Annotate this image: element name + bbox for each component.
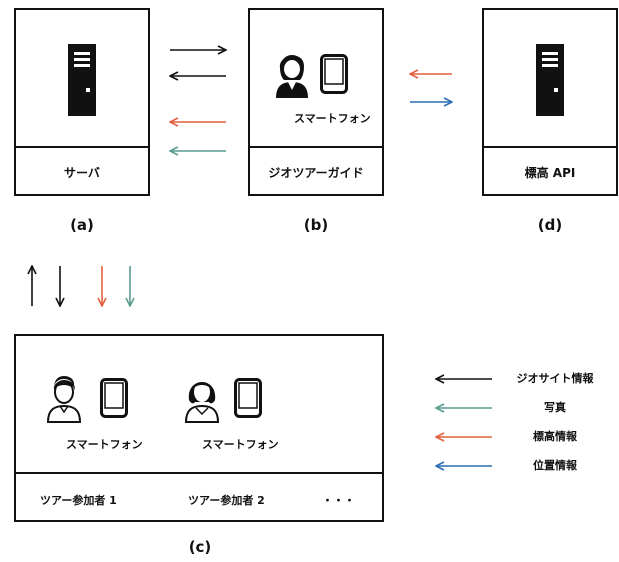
participant-2-person-icon — [184, 382, 220, 423]
server-icon — [68, 44, 96, 116]
legend-location-arrow — [430, 459, 492, 473]
panel-letter-d: (d) — [537, 216, 563, 234]
participant-2-smartphone-icon — [234, 378, 262, 418]
guide-device-label: スマートフォン — [294, 112, 371, 125]
participants-box: スマートフォン スマートフォン ツアー参加者 1 ツアー参加者 2 ・・・ — [14, 334, 384, 522]
api-label: 標高 API — [524, 166, 576, 180]
legend-geosite-label: ジオサイト情報 — [516, 372, 594, 385]
legend-location-label: 位置情報 — [533, 459, 577, 472]
legend-elevation-arrow — [430, 430, 492, 444]
guide-person-icon — [276, 54, 308, 98]
guide-box: スマートフォン ジオツアーガイド — [248, 8, 384, 196]
guide-smartphone-icon — [320, 54, 348, 94]
server-label: サーバ — [64, 166, 100, 180]
participants-ellipsis: ・・・ — [322, 494, 355, 507]
panel-letter-c: (c) — [188, 538, 212, 556]
participant-1-person-icon — [46, 376, 82, 423]
server-divider — [16, 146, 148, 148]
server-guide-arrows — [160, 40, 240, 160]
participant-1-device-label: スマートフォン — [66, 438, 143, 451]
panel-letter-a: (a) — [70, 216, 94, 234]
panel-letter-b: (b) — [303, 216, 329, 234]
legend-elevation-label: 標高情報 — [533, 430, 577, 443]
participant-2-device-label: スマートフォン — [202, 438, 279, 451]
guide-api-arrows — [404, 62, 464, 112]
legend-photo-arrow — [430, 401, 492, 415]
elevation-api-box: 標高 API — [482, 8, 618, 196]
participants-divider — [16, 472, 382, 474]
legend-photo-label: 写真 — [544, 401, 566, 414]
api-divider — [484, 146, 616, 148]
guide-label: ジオツアーガイド — [268, 166, 364, 180]
legend-geosite-arrow — [430, 372, 492, 386]
server-box: サーバ — [14, 8, 150, 196]
guide-divider — [250, 146, 382, 148]
participant-1-smartphone-icon — [100, 378, 128, 418]
participant-1-label: ツアー参加者 1 — [40, 494, 117, 507]
vertical-arrows — [20, 262, 150, 312]
api-server-icon — [536, 44, 564, 116]
legend: ジオサイト情報 写真 標高情報 位置情報 — [430, 370, 610, 473]
participant-2-label: ツアー参加者 2 — [188, 494, 265, 507]
